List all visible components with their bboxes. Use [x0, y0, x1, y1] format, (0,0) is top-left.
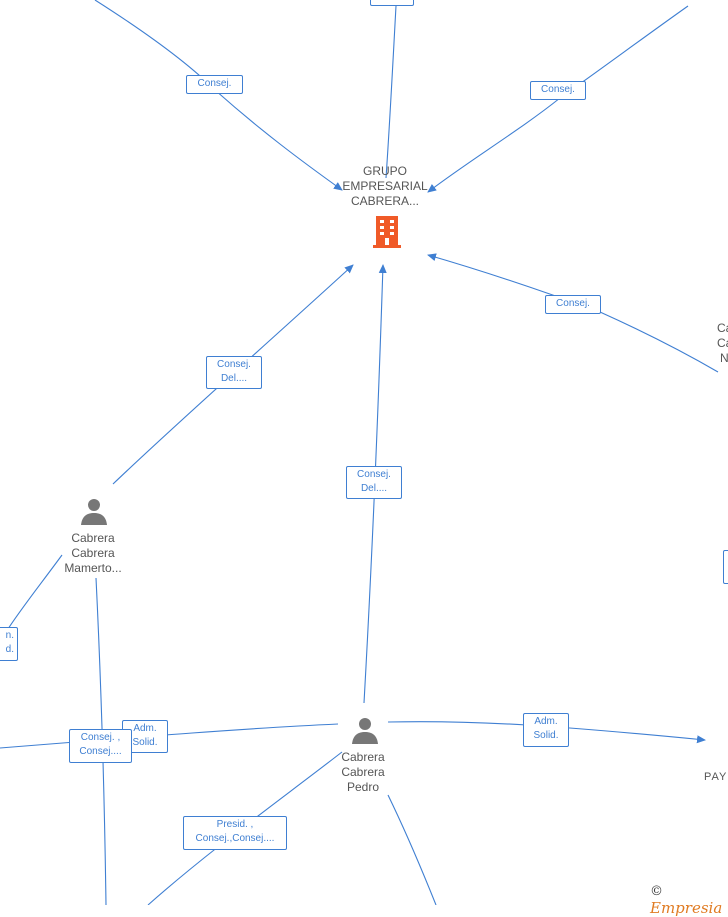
node-mamerto-label[interactable]: Cabrera Cabrera Mamerto... [52, 531, 134, 576]
edge-label-consej-top-left[interactable]: Consej. [186, 75, 243, 94]
node-pedro-label[interactable]: Cabrera Cabrera Pedro [322, 750, 404, 795]
edge-pedro-to-bottomright [387, 794, 437, 905]
edge-label-line: Del.... [360, 483, 388, 494]
node-label-line: CABRERA... [350, 194, 419, 208]
edge-label-adm-solid-right[interactable]: Adm. Solid. [523, 713, 569, 747]
node-pay-partial-label[interactable]: PAY [704, 771, 728, 783]
partial-label-top[interactable] [370, 0, 414, 6]
edge-label-line: Adm. [133, 723, 157, 734]
node-label-line: Cabrera [71, 546, 115, 560]
node-label-line: GRUPO [362, 164, 407, 178]
node-label-line: Ca [717, 336, 728, 350]
edge-label-line: Consej. [357, 469, 391, 480]
node-label-line: Cabrera [341, 750, 385, 764]
node-label-line: Cabrera [341, 765, 385, 779]
edge-topleft-to-grupo [94, 0, 343, 191]
edge-top-to-grupo [385, 5, 397, 179]
node-label-line: Cabrera [71, 531, 115, 545]
edge-label-consej-top-right[interactable]: Consej. [530, 81, 586, 100]
edge-label-line: Del.... [220, 373, 248, 384]
node-right-partial-label[interactable]: Ca Ca N [712, 321, 728, 366]
edge-label-line: Solid. [533, 730, 559, 741]
edge-label-consej-del-center[interactable]: Consej. Del.... [346, 466, 402, 499]
person-icon[interactable] [350, 715, 380, 745]
node-label-line: Ca [717, 321, 728, 335]
node-label-line: Mamerto... [64, 561, 122, 575]
edge-label-text: Consej. [541, 84, 575, 95]
edge-label-line: d. [5, 644, 14, 655]
edge-pedro-to-left [0, 723, 339, 749]
node-label-line: EMPRESARIAL [342, 179, 428, 193]
edge-label-line: Adm. [534, 716, 558, 727]
node-label-line: N [720, 351, 728, 365]
edge-mamerto-down [95, 577, 107, 905]
edge-label-right-partial[interactable] [723, 550, 728, 584]
edge-label-consej-consej-left[interactable]: Consej. , Consej.... [69, 729, 132, 763]
edge-label-line: Solid. [132, 737, 158, 748]
node-label-line: Pedro [346, 780, 380, 794]
copyright-icon: © [650, 884, 663, 899]
edge-label-line: Consej. , [80, 732, 121, 743]
edge-label-line: Consej. [217, 359, 251, 370]
brand-logo-text: Empresia [650, 899, 723, 917]
edge-label-text: Consej. [556, 298, 590, 309]
edge-label-text: Consej. [197, 78, 232, 89]
building-icon[interactable] [371, 214, 403, 250]
edge-label-line: Consej.... [79, 746, 122, 757]
edge-label-consej-right[interactable]: Consej. [545, 295, 601, 314]
edge-label-line: Presid. , [216, 819, 254, 830]
edge-label-line: Consej.,Consej.... [195, 833, 275, 844]
edge-mamerto-to-left [5, 554, 63, 633]
person-icon[interactable] [79, 496, 109, 526]
watermark: © Empresia [650, 884, 728, 917]
edge-label-left-partial[interactable]: n. d. [0, 627, 18, 661]
edge-label-consej-del-left[interactable]: Consej. Del.... [206, 356, 262, 389]
edge-label-presid[interactable]: Presid. , Consej.,Consej.... [183, 816, 287, 850]
edge-label-line: n. [5, 630, 14, 641]
node-grupo-label[interactable]: GRUPO EMPRESARIAL CABRERA... [335, 164, 435, 209]
